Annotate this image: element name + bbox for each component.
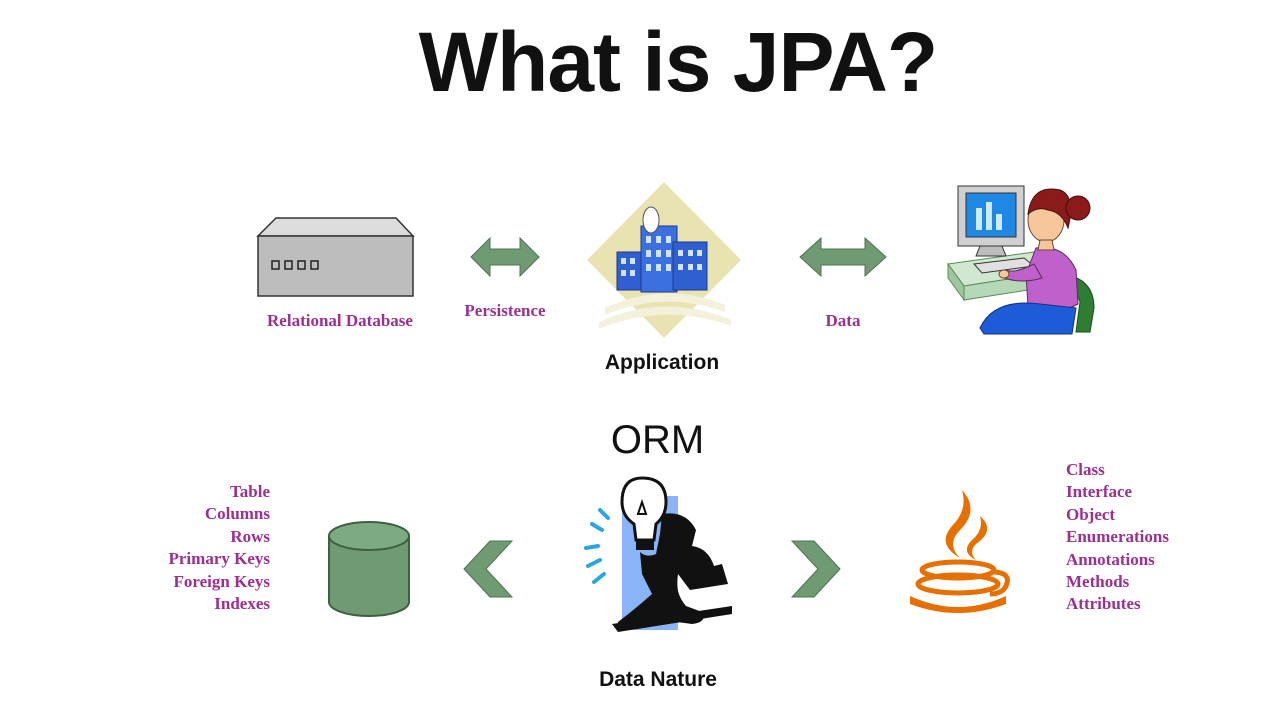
data-label: Data	[825, 311, 861, 330]
list-item: Object	[1066, 504, 1116, 524]
list-item: Table	[229, 482, 270, 501]
list-item: Columns	[204, 504, 270, 524]
list-item: Rows	[230, 526, 270, 546]
list-item: Indexes	[214, 594, 270, 614]
list-item: Foreign Keys	[173, 571, 270, 591]
server-icon	[256, 214, 416, 300]
application-label: Application	[604, 351, 720, 374]
java-items-list: Class Interface Object Enumerations Anno…	[1066, 459, 1246, 616]
list-item: Enumerations	[1066, 527, 1169, 547]
list-item: Methods	[1066, 572, 1130, 592]
list-item: Attributes	[1066, 594, 1141, 614]
slide-title: What is JPA?	[418, 15, 939, 109]
data-nature-label: Data Nature	[599, 668, 717, 691]
list-item: Primary Keys	[168, 549, 271, 569]
relational-items-list: Table Columns Rows Primary Keys Foreign …	[120, 481, 271, 615]
double-arrow-icon	[799, 236, 887, 278]
list-item: Class	[1066, 460, 1105, 479]
relational-database-label: Relational Database	[267, 311, 413, 330]
office-building-icon	[585, 180, 743, 340]
persistence-label: Persistence	[464, 301, 546, 320]
list-item: Interface	[1066, 482, 1133, 502]
orm-label: ORM	[610, 418, 705, 462]
list-item: Annotations	[1066, 549, 1155, 569]
database-cylinder-icon	[326, 520, 412, 618]
java-cup-icon	[906, 486, 1016, 618]
user-at-computer-icon	[944, 178, 1104, 336]
chevron-left-icon	[462, 540, 514, 598]
double-arrow-icon	[470, 236, 540, 278]
chevron-right-icon	[790, 540, 842, 598]
thinker-lightbulb-icon	[582, 474, 742, 634]
